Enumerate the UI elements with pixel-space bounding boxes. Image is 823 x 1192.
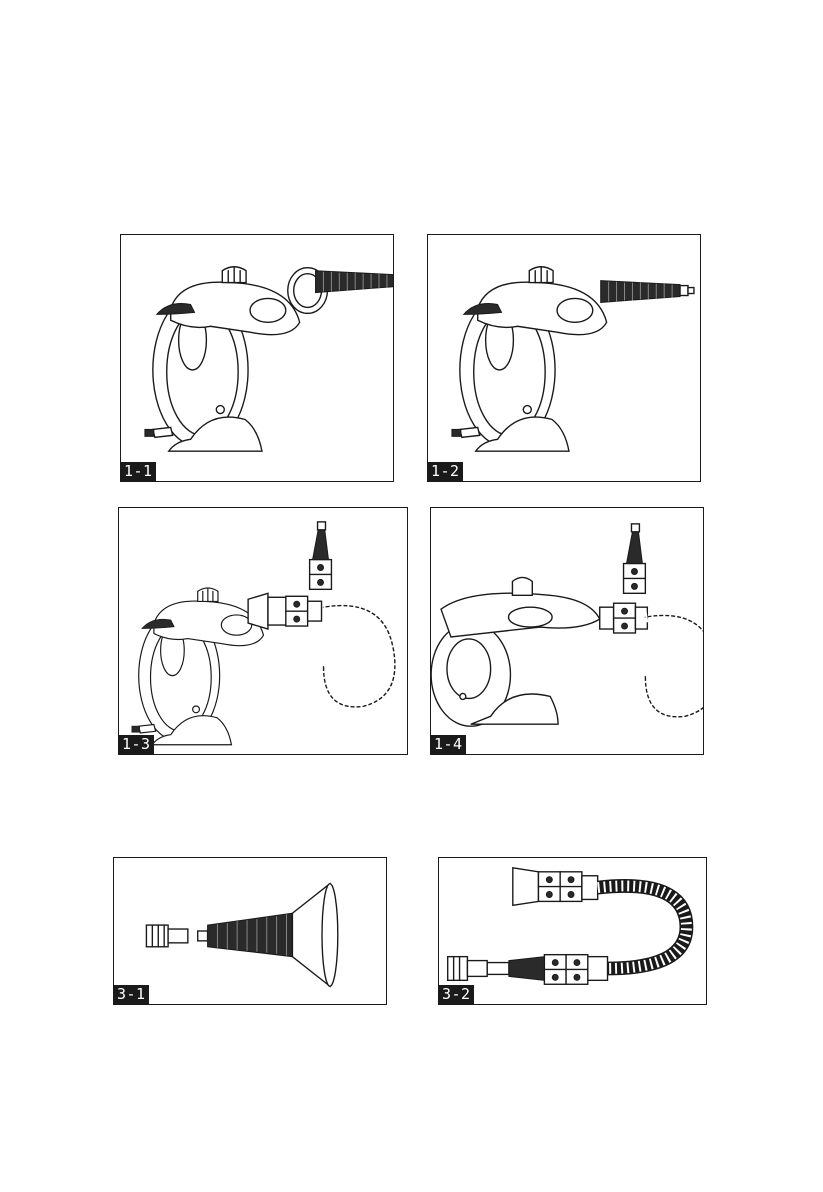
figure-1-3: 1-3 xyxy=(118,507,408,755)
figure-1-4: 1-4 xyxy=(430,507,704,755)
steamer-illustration-1-3 xyxy=(119,508,407,754)
figure-label: 3-2 xyxy=(439,985,474,1004)
steamer-illustration-1-4 xyxy=(431,508,703,754)
figure-1-2: 1-2 xyxy=(427,234,701,482)
figure-label: 1-4 xyxy=(431,735,466,754)
steamer-illustration-1-2 xyxy=(428,235,700,481)
figure-label: 1-1 xyxy=(121,462,156,481)
nozzle-parts-illustration xyxy=(114,858,386,1004)
figure-3-1: 3-1 xyxy=(113,857,387,1005)
figure-1-1: 1-1 xyxy=(120,234,394,482)
figure-label: 1-2 xyxy=(428,462,463,481)
figure-3-2: 3-2 xyxy=(438,857,707,1005)
figure-label: 1-3 xyxy=(119,735,154,754)
hose-assembly-illustration xyxy=(439,858,706,1004)
steamer-illustration-1-1 xyxy=(121,235,393,481)
figure-label: 3-1 xyxy=(114,985,149,1004)
